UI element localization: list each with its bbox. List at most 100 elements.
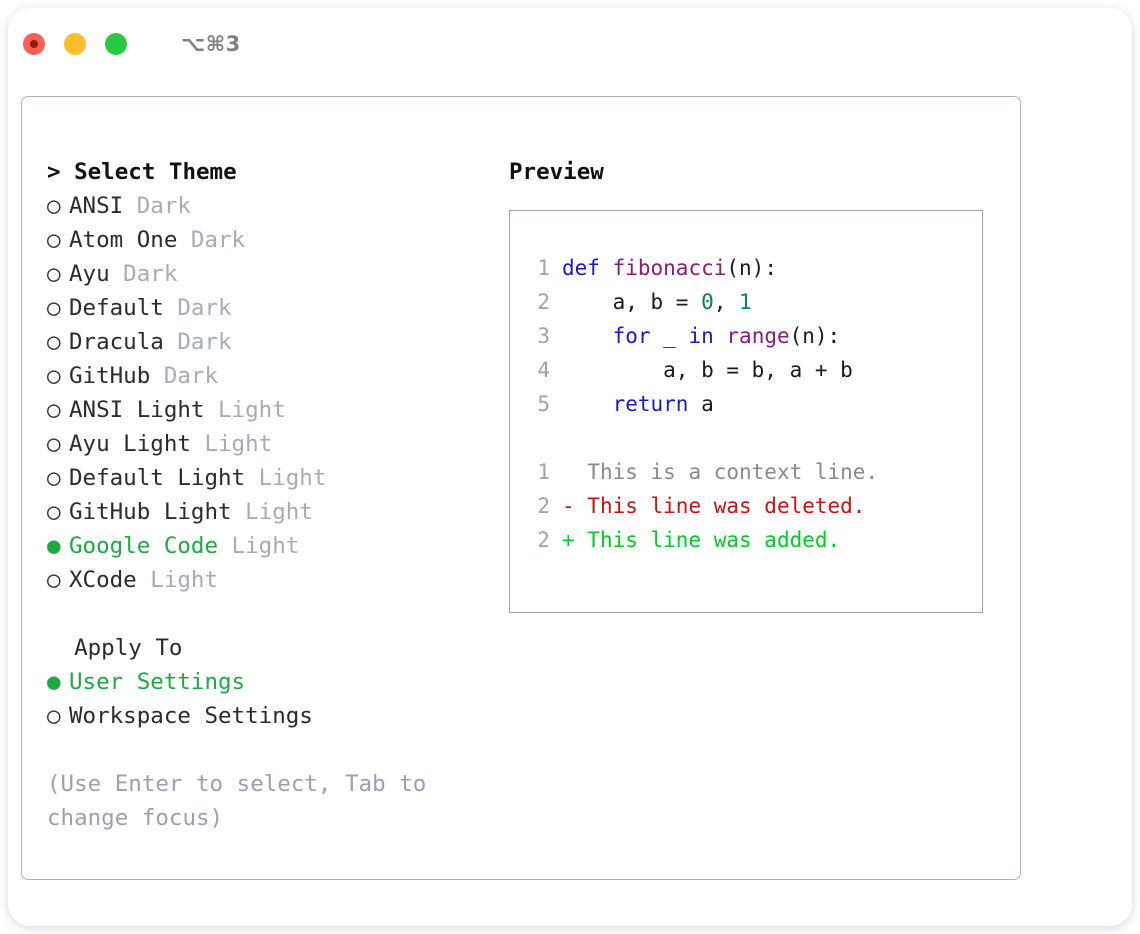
theme-name: Atom One — [69, 227, 178, 253]
main-panel: > Select Theme ○ANSI Dark○Atom One Dark○… — [21, 96, 1021, 880]
theme-name: Default — [69, 295, 164, 321]
code-token: return — [612, 392, 689, 416]
theme-list-item[interactable]: ○ Default Dark — [47, 291, 477, 325]
theme-variant-tag: Light — [245, 465, 327, 491]
line-number: 2 — [537, 528, 550, 552]
diff-line: 2- This line was deleted. — [528, 489, 982, 523]
radio-selected-icon: ● — [47, 533, 61, 559]
theme-list-item[interactable]: ○GitHub Dark — [47, 359, 477, 393]
keyboard-hint-text: (Use Enter to select, Tab to change focu… — [47, 771, 427, 831]
preview-spacer — [528, 421, 982, 455]
line-number: 1 — [537, 256, 550, 280]
code-line: 3 for _ in range(n): — [528, 319, 982, 353]
theme-name: GitHub Light — [69, 499, 232, 525]
window-controls — [23, 33, 127, 55]
code-token: a, b = b, a + b — [562, 358, 853, 382]
theme-name: Dracula — [69, 329, 164, 355]
theme-name: Ayu Light — [69, 431, 191, 457]
radio-unselected-icon: ○ — [47, 227, 61, 253]
radio-unselected-icon: ○ — [47, 261, 61, 287]
diff-sample: 1 This is a context line.2- This line wa… — [528, 455, 982, 557]
theme-list-item[interactable]: ○ Ayu Light Light — [47, 427, 477, 461]
theme-variant-tag: Dark — [150, 363, 219, 389]
diff-line: 2 + This line was added. — [528, 523, 982, 557]
line-number: 3 — [537, 324, 550, 348]
app-window: ⌥⌘3 > Select Theme ○ ANSI Dark ○ Atom One D… — [8, 8, 1132, 926]
theme-name: ANSI Light — [69, 397, 205, 423]
code-line: 2 a, b = 0, 1 — [528, 285, 982, 319]
code-token: fibonacci — [612, 256, 727, 280]
theme-variant-tag: Dark — [123, 193, 191, 219]
code-line: 5 return a — [528, 387, 982, 421]
line-number: 2 — [537, 290, 550, 314]
apply-to-item[interactable]: ○ Workspace Settings — [47, 699, 477, 733]
radio-unselected-icon: ○ — [47, 431, 61, 457]
theme-list-item[interactable]: ○ GitHub Light Light — [47, 495, 477, 529]
diff-sign: - — [562, 494, 588, 518]
theme-picker-column: > Select Theme ○ANSI Dark○Atom One Dark○… — [47, 155, 477, 835]
code-token — [714, 324, 727, 348]
theme-variant-tag: Dark — [163, 329, 232, 355]
radio-unselected-icon: ○ — [47, 295, 61, 321]
theme-list-item[interactable]: ○ Dracula Dark — [47, 325, 477, 359]
apply-to-label: Workspace Settings — [69, 703, 313, 729]
theme-list-item[interactable]: ○ ANSI Dark — [47, 189, 477, 223]
theme-list-item[interactable]: ○Default Light Light — [47, 461, 477, 495]
theme-name: Ayu — [69, 261, 110, 287]
code-token: range — [726, 324, 790, 348]
theme-list-item[interactable]: ○XCode Light — [47, 563, 477, 597]
code-line: 4 a, b = b, a + b — [528, 353, 982, 387]
diff-text: This line was added. — [587, 528, 841, 552]
apply-to-header: Apply To — [47, 635, 183, 661]
select-theme-header: > Select Theme — [47, 159, 237, 185]
theme-variant-tag: Dark — [163, 295, 232, 321]
theme-name: ANSI — [69, 193, 124, 219]
radio-unselected-icon: ○ — [47, 499, 61, 525]
code-token: , — [713, 290, 740, 314]
apply-to-item[interactable]: ●User Settings — [47, 665, 477, 699]
code-token — [562, 392, 613, 416]
theme-variant-tag: Light — [218, 533, 300, 559]
theme-name: GitHub — [69, 363, 151, 389]
theme-variant-tag: Light — [231, 499, 313, 525]
code-token — [562, 324, 613, 348]
theme-list-item[interactable]: ○ Atom One Dark — [47, 223, 477, 257]
close-button[interactable] — [23, 33, 45, 55]
theme-list: ○ANSI Dark○Atom One Dark○Ayu Dark○Defaul… — [47, 189, 477, 597]
titlebar: ⌥⌘3 — [8, 8, 1132, 80]
line-number: 1 — [537, 460, 550, 484]
diff-sign — [562, 460, 587, 484]
apply-to-label: User Settings — [69, 669, 246, 695]
diff-sign: + — [562, 528, 588, 552]
code-token: _ — [650, 324, 689, 348]
line-number: 5 — [537, 392, 550, 416]
theme-variant-tag: Light — [136, 567, 219, 593]
maximize-button[interactable] — [105, 33, 127, 55]
theme-list-item[interactable]: ●Google Code Light — [47, 529, 477, 563]
theme-variant-tag: Dark — [109, 261, 178, 287]
diff-line: 1 This is a context line. — [528, 455, 982, 489]
theme-variant-tag: Light — [190, 431, 273, 457]
code-token: a, b = — [562, 290, 702, 314]
diff-text: This line was deleted. — [587, 494, 866, 518]
code-token: for — [612, 324, 651, 348]
code-token: in — [688, 324, 714, 348]
theme-list-item[interactable]: ○ Ayu Dark — [47, 257, 477, 291]
code-token: a — [688, 392, 714, 416]
code-token — [600, 256, 613, 280]
line-number: 2 — [537, 494, 550, 518]
theme-name: XCode — [69, 567, 137, 593]
theme-list-item[interactable]: ○ANSI Light Light — [47, 393, 477, 427]
minimize-button[interactable] — [64, 33, 86, 55]
theme-variant-tag: Light — [204, 397, 286, 423]
radio-unselected-icon: ○ — [47, 329, 61, 355]
code-token: 0 — [701, 290, 714, 314]
apply-to-list: ●User Settings ○ Workspace Settings — [47, 665, 477, 733]
radio-unselected-icon: ○ — [47, 193, 61, 219]
radio-unselected-icon: ○ — [47, 703, 61, 729]
code-token: (n): — [789, 324, 841, 348]
theme-variant-tag: Dark — [177, 227, 246, 253]
